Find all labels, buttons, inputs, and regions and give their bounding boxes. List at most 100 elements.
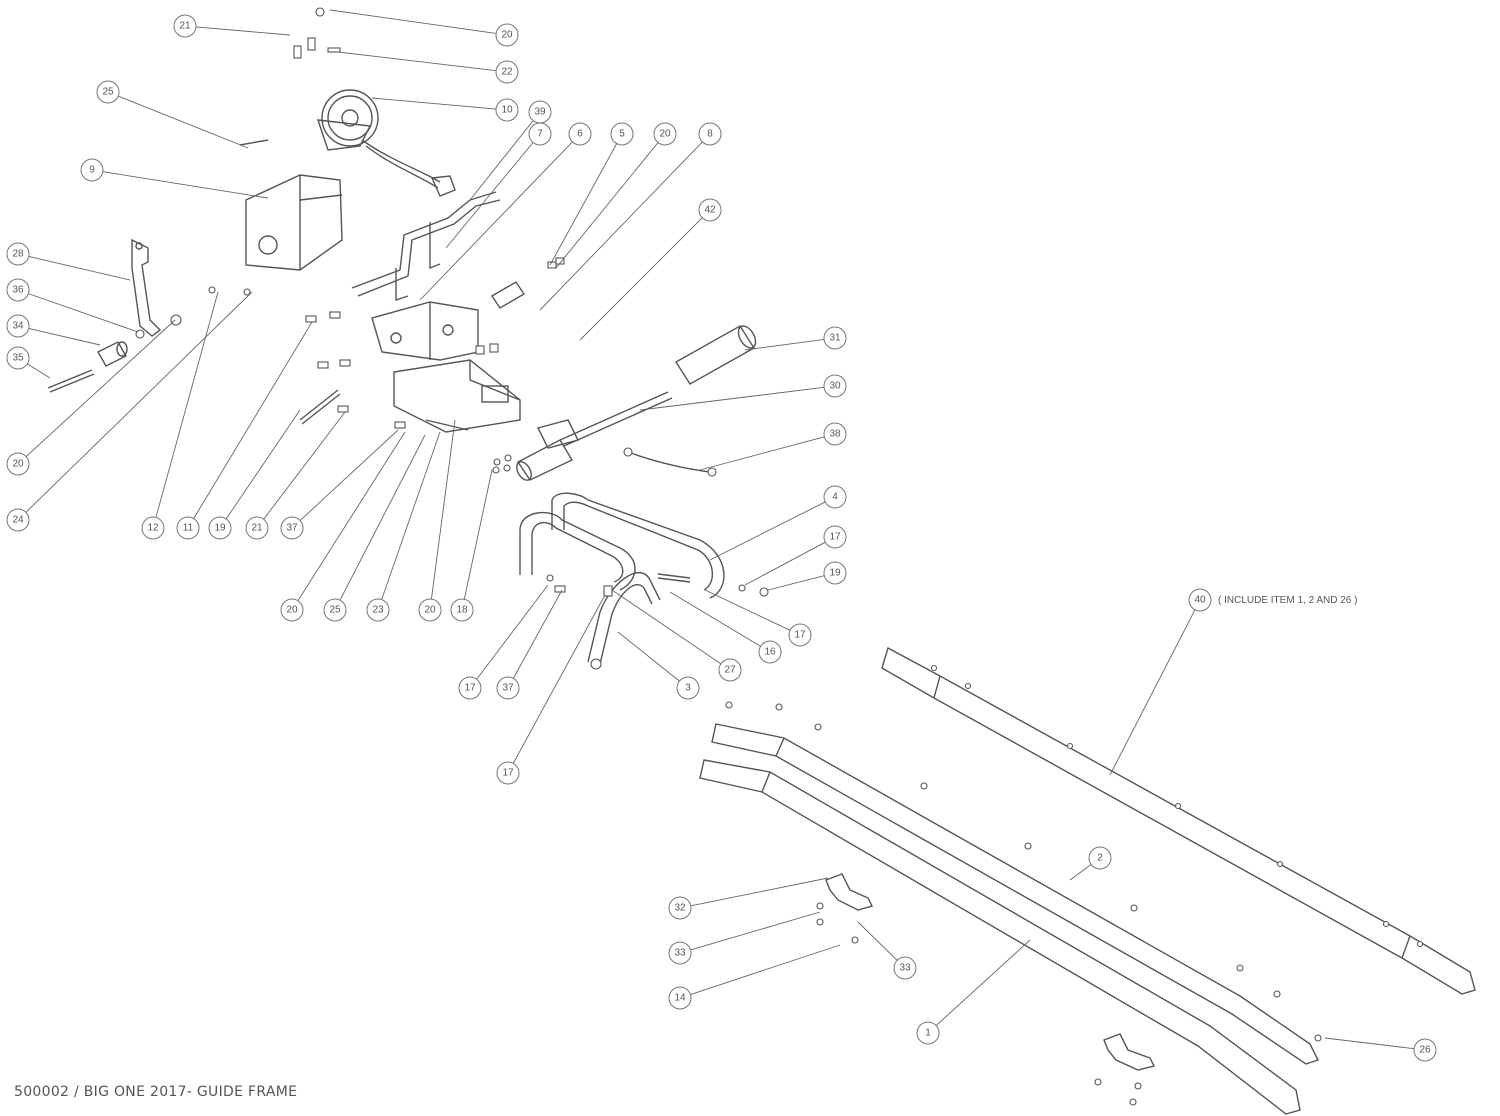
callout-circle [245,516,269,540]
callout-20: 20 [6,452,30,476]
callout-circle [916,1021,940,1045]
callout-number: 9 [89,165,95,176]
callout-number: 3 [685,683,691,694]
callout-20: 20 [495,23,519,47]
loop-tube-part-3 [587,572,661,670]
callout-17: 17 [458,676,482,700]
rail-screws [725,701,1322,1106]
callout-number: 20 [659,129,671,140]
callout-number: 18 [456,605,468,616]
callout-circle [96,80,120,104]
cover-part-9 [239,139,343,271]
callout-number: 23 [372,605,384,616]
leader-line-35 [27,363,51,379]
leader-line-40 [1109,609,1196,776]
callout-number: 17 [829,532,841,543]
callout-17: 17 [496,761,520,785]
callout-circle [823,374,847,398]
callout-25: 25 [96,80,120,104]
callout-11: 11 [176,516,200,540]
leader-line-33 [857,921,898,961]
callout-number: 20 [286,605,298,616]
callout-19: 19 [823,561,847,585]
callout-circle [496,676,520,700]
callout-number: 25 [102,87,114,98]
callout-42: 42 [698,198,722,222]
callout-30: 30 [823,374,847,398]
callout-23: 23 [366,598,390,622]
leader-line-20 [329,9,497,34]
callout-18: 18 [450,598,474,622]
callout-number: 39 [534,107,546,118]
callout-number: 21 [251,523,263,534]
callout-circle [141,516,165,540]
callout-circle [458,676,482,700]
callout-number: 19 [214,523,226,534]
callout-1: 1 [916,1021,940,1045]
leader-line-10 [371,97,497,110]
callout-number: 7 [537,129,543,140]
leader-line-17 [512,594,606,764]
leader-line-20 [555,142,659,269]
leader-line-12 [155,291,219,518]
callout-number: 5 [619,129,625,140]
winch-bolts [293,7,341,59]
leader-line-25 [339,434,426,601]
callout-32: 32 [668,896,692,920]
leader-line-17 [744,541,826,586]
callout-12: 12 [141,516,165,540]
callout-40: 40 [1188,588,1212,612]
callout-number: 25 [329,605,341,616]
callout-6: 6 [568,122,592,146]
callout-17: 17 [823,525,847,549]
callout-circle [568,122,592,146]
callout-circle [173,14,197,38]
callout-number: 16 [764,647,776,658]
tube-fasteners [546,573,769,597]
callout-7: 7 [528,122,552,146]
callout-22: 22 [495,60,519,84]
callout-21: 21 [173,14,197,38]
callout-19: 19 [208,516,232,540]
callout-circle [788,623,812,647]
callout-25: 25 [323,598,347,622]
callout-number: 22 [501,67,513,78]
callout-27: 27 [718,658,742,682]
bracket-part-32 [825,873,1156,1071]
leader-line-21 [195,26,291,36]
callout-number: 40 [1194,595,1206,606]
callout-number: 10 [501,105,513,116]
callout-number: 17 [502,768,514,779]
callout-circle [758,640,782,664]
callout-number: 28 [12,249,24,260]
leader-line-14 [690,944,841,995]
callout-circle [323,598,347,622]
callout-circle [495,23,519,47]
callout-number: 42 [704,205,716,216]
callout-number: 37 [286,523,298,534]
shaft-part-30 [516,391,673,481]
leader-line-2 [1069,864,1092,881]
callout-24: 24 [6,508,30,532]
callout-36: 36 [6,278,30,302]
leader-line-38 [699,436,825,471]
callout-37: 37 [496,676,520,700]
callout-number: 30 [829,381,841,392]
callout-circle [893,956,917,980]
callout-number: 11 [183,523,194,534]
callout-31: 31 [823,326,847,350]
leader-line-20 [25,319,176,457]
callout-39: 39 [528,100,552,124]
callout-number: 14 [674,993,686,1004]
callout-number: 17 [464,683,476,694]
leader-line-36 [28,293,139,333]
callout-circle [280,516,304,540]
roller-part-31 [675,325,757,385]
callout-number: 26 [1419,1045,1431,1056]
callout-number: 2 [1097,853,1103,864]
callout-26: 26 [1413,1038,1437,1062]
callout-circle [1413,1038,1437,1062]
callout-circle [80,158,104,182]
leader-line-34 [28,328,101,346]
callout-number: 17 [794,630,806,641]
